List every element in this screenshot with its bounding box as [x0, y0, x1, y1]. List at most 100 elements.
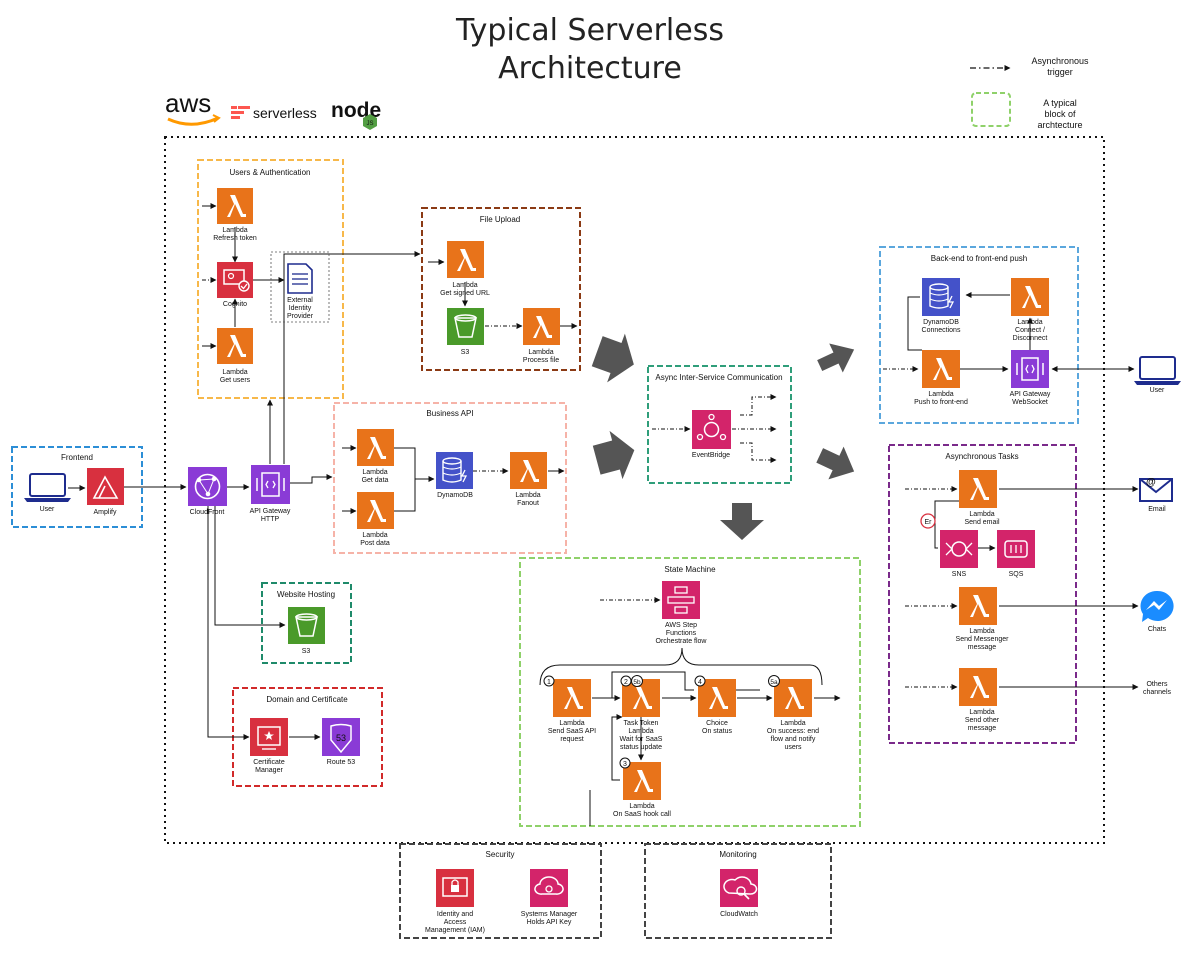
sns-label: SNS — [952, 571, 967, 578]
lambda-send-messenger-icon[interactable] — [959, 587, 997, 625]
group-boxes: Users & Authentication File Upload Busin… — [11, 159, 1079, 939]
amplify-icon[interactable] — [87, 468, 124, 505]
flow-arrow-1 — [591, 333, 634, 383]
lambda-post-data-icon[interactable] — [357, 492, 394, 529]
legend-block-1: A typical — [1043, 98, 1077, 108]
apigw-ws-label-1: API Gateway — [1010, 391, 1051, 398]
api-gateway-http-icon[interactable] — [251, 465, 290, 504]
services: Lambda Refresh token Cognito External Id… — [24, 188, 1181, 934]
step-functions-icon[interactable] — [662, 581, 700, 619]
iam-label-1: Identity and — [437, 911, 473, 918]
async-comm-group — [647, 365, 792, 484]
business-api-title: Business API — [426, 409, 473, 418]
iam-label-2: Access — [444, 919, 467, 926]
lambda-email-label-1: Lambda — [969, 511, 994, 518]
iam-icon[interactable] — [436, 869, 474, 907]
cognito-icon[interactable] — [217, 262, 253, 298]
file-upload-title: File Upload — [480, 215, 520, 224]
lambda-push-label-2: Push to front-end — [914, 399, 968, 406]
lambda-other-label-3: message — [968, 725, 997, 732]
frontend-title: Frontend — [61, 453, 93, 462]
svg-text:53: 53 — [336, 733, 346, 743]
lambda-getusers-label-1: Lambda — [222, 369, 247, 376]
lambda-saas-hook-icon[interactable] — [623, 762, 661, 800]
nodejs-hex-icon — [363, 114, 377, 130]
sm-l5-label-4: users — [784, 744, 802, 751]
state-machine-title: State Machine — [664, 565, 716, 574]
lambda-send-other-icon[interactable] — [959, 668, 997, 706]
error-badge-label: Er — [925, 519, 933, 526]
lambda-signed-url-icon[interactable] — [447, 241, 484, 278]
sm-l4-label-1: Choice — [706, 720, 728, 727]
laptop-user-right-icon[interactable] — [1134, 356, 1181, 385]
step-5b-label: 5b — [633, 679, 641, 686]
cloudfront-label: CloudFront — [190, 509, 225, 516]
lambda-connect-label-2: Connect / — [1015, 327, 1045, 334]
sm-l5-label-1: Lambda — [780, 720, 805, 727]
title-line-2: Architecture — [498, 51, 682, 86]
lambda-refresh-token-icon[interactable] — [217, 188, 253, 224]
lambda-process-label-2: Process file — [523, 357, 559, 364]
systems-manager-icon[interactable] — [530, 869, 568, 907]
cert-mgr-label-2: Manager — [255, 767, 283, 774]
sfn-label-1: AWS Step — [665, 622, 697, 629]
state-machine-group — [519, 557, 861, 827]
lambda-email-label-2: Send email — [964, 519, 999, 526]
apigw-ws-label-2: WebSocket — [1012, 399, 1048, 406]
ext-idp-label-2: Identity — [289, 305, 312, 312]
lambda-get-users-icon[interactable] — [217, 328, 253, 364]
file-upload-group — [421, 207, 581, 371]
laptop-user-left-icon[interactable] — [24, 473, 71, 502]
apigw-http-label-2: HTTP — [261, 516, 280, 523]
lambda-push-label-1: Lambda — [928, 391, 953, 398]
s3-hosting-icon[interactable] — [288, 607, 325, 644]
lambda-postdata-label-1: Lambda — [362, 532, 387, 539]
flow-arrow-4 — [816, 446, 855, 480]
monitoring-group — [644, 843, 832, 939]
cloudwatch-label: CloudWatch — [720, 911, 758, 918]
api-gateway-websocket-icon[interactable] — [1011, 350, 1049, 388]
ext-idp-label-3: Provider — [287, 313, 314, 320]
lambda-fanout-icon[interactable] — [510, 452, 547, 489]
eventbridge-icon[interactable] — [692, 410, 731, 449]
legend-block-2: block of — [1044, 109, 1076, 119]
cert-mgr-label-1: Certificate — [253, 759, 285, 766]
sns-icon[interactable] — [940, 530, 978, 568]
lambda-fanout-label-2: Fanout — [517, 500, 539, 507]
s3-upload-icon[interactable] — [447, 308, 484, 345]
chats-label: Chats — [1148, 626, 1167, 633]
lambda-on-success-icon[interactable] — [774, 679, 812, 717]
dynamodb-label: DynamoDB — [437, 492, 473, 499]
flow-arrow-2 — [592, 430, 635, 480]
lambda-choice-icon[interactable] — [698, 679, 736, 717]
ext-idp-label-1: External — [287, 297, 313, 304]
ssm-label-2: Holds API Key — [527, 919, 572, 926]
ddb-conn-label-1: DynamoDB — [923, 319, 959, 326]
dynamodb-connections-icon[interactable] — [922, 278, 960, 316]
lambda-send-email-icon[interactable] — [959, 470, 997, 508]
route53-icon[interactable]: 53 — [322, 718, 360, 756]
lambda-push-icon[interactable] — [922, 350, 960, 388]
cloudfront-icon[interactable] — [188, 467, 227, 506]
lambda-process-file-icon[interactable] — [523, 308, 560, 345]
lambda-refresh-label-2: Refresh token — [213, 235, 257, 242]
sqs-label: SQS — [1009, 571, 1024, 578]
sqs-icon[interactable] — [997, 530, 1035, 568]
cloudwatch-icon[interactable] — [720, 869, 758, 907]
domain-cert-title: Domain and Certificate — [266, 695, 348, 704]
lambda-send-saas-icon[interactable] — [553, 679, 591, 717]
sm-l3-label-1: Lambda — [629, 803, 654, 810]
logos: aws serverless node JS — [165, 88, 381, 130]
lambda-get-data-icon[interactable] — [357, 429, 394, 466]
dynamodb-icon[interactable] — [436, 452, 473, 489]
certificate-manager-icon[interactable] — [250, 718, 288, 756]
lambda-connect-icon[interactable] — [1011, 278, 1049, 316]
lambda-connect-label-1: Lambda — [1017, 319, 1042, 326]
sm-l2-label-1: Task Token — [624, 720, 659, 727]
email-envelope-icon[interactable]: @ — [1139, 477, 1173, 502]
aws-logo-text: aws — [165, 88, 211, 118]
async-tasks-title: Asynchronous Tasks — [945, 452, 1018, 461]
messenger-icon[interactable] — [1140, 590, 1174, 622]
connectors — [68, 203, 1139, 826]
